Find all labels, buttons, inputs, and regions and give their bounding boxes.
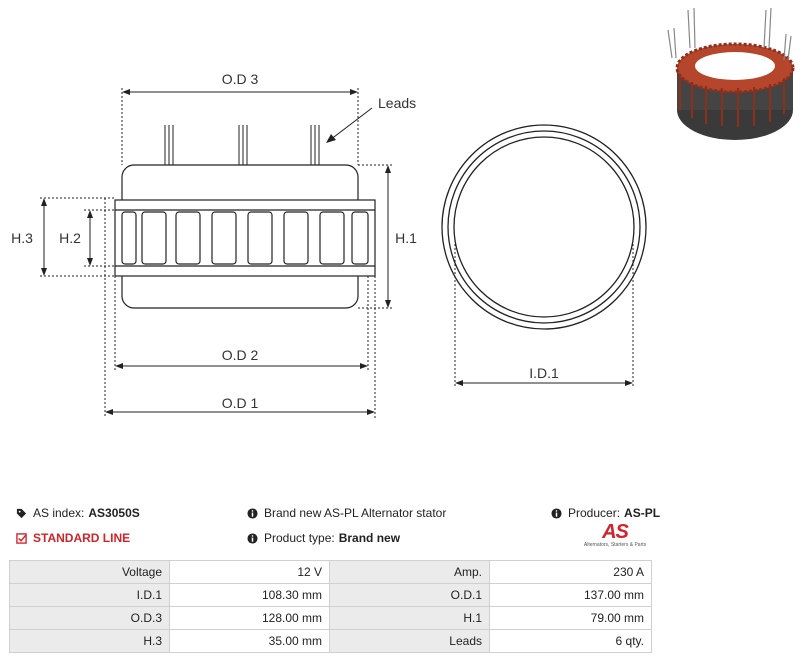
- as-index-value: AS3050S: [88, 506, 140, 520]
- as-index: AS index: AS3050S: [16, 506, 140, 520]
- dimension-lines: [40, 88, 634, 418]
- producer-value: AS-PL: [624, 506, 661, 520]
- stator-photo: [667, 7, 795, 140]
- spec-value: 230 A: [489, 560, 652, 584]
- core-slot: [141, 211, 167, 265]
- spec-value: 79.00 mm: [489, 606, 652, 630]
- id1-label: I.D.1: [529, 365, 559, 381]
- spec-label: O.D.1: [329, 583, 490, 607]
- middle-ring: [447, 130, 641, 324]
- as-pl-logo: AS Alternators, Starters & Parts: [578, 522, 652, 549]
- tag-icon: [16, 508, 27, 518]
- spec-value: 137.00 mm: [489, 583, 652, 607]
- h2-label: H.2: [59, 230, 81, 246]
- h1-label: H.1: [395, 230, 417, 246]
- spec-value: 35.00 mm: [169, 629, 330, 653]
- leads-wires: [164, 125, 320, 165]
- h3-label: H.3: [11, 230, 33, 246]
- spec-label: O.D.3: [9, 606, 170, 630]
- info-icon: [551, 507, 562, 519]
- as-index-label: AS index:: [33, 506, 85, 520]
- spec-label: H.1: [329, 606, 490, 630]
- product-type: Product type: Brand new: [247, 531, 400, 545]
- core-slot: [121, 211, 137, 265]
- leads-label: Leads: [378, 95, 416, 111]
- producer: Producer: AS-PL: [551, 506, 660, 520]
- info-icon: [247, 532, 258, 544]
- od3-label: O.D 3: [222, 71, 259, 87]
- stator-top-view: [441, 124, 647, 330]
- standard-line: STANDARD LINE: [16, 531, 130, 545]
- core-slot: [175, 211, 201, 265]
- spec-label: Leads: [329, 629, 490, 653]
- stator-diagram: O.D 3 Leads H.3 H.2 H.1 O.D 2 O.D 1 I.D.…: [11, 7, 795, 418]
- spec-value: 12 V: [169, 560, 330, 584]
- checkbox-icon: [16, 532, 27, 544]
- inner-ring: [453, 136, 635, 318]
- od1-label: O.D 1: [222, 395, 259, 411]
- description-text: Brand new AS-PL Alternator stator: [264, 506, 447, 520]
- outer-ring: [441, 124, 647, 330]
- spec-label: H.3: [9, 629, 170, 653]
- spec-value: 108.30 mm: [169, 583, 330, 607]
- spec-value: 128.00 mm: [169, 606, 330, 630]
- product-type-value: Brand new: [338, 531, 401, 545]
- od2-label: O.D 2: [222, 347, 259, 363]
- product-description: Brand new AS-PL Alternator stator: [247, 506, 446, 520]
- logo-tagline: Alternators, Starters & Parts: [583, 542, 647, 548]
- stator-side-view: [114, 125, 376, 309]
- spec-label: Voltage: [9, 560, 170, 584]
- spec-label: Amp.: [329, 560, 490, 584]
- logo-mark: AS: [602, 521, 629, 543]
- core-slot: [211, 211, 237, 265]
- core-slot: [283, 211, 309, 265]
- standard-line-label: STANDARD LINE: [33, 531, 131, 545]
- spec-label: I.D.1: [9, 583, 170, 607]
- producer-label: Producer:: [568, 506, 621, 520]
- core-slot: [351, 211, 369, 265]
- info-icon: [247, 507, 258, 519]
- product-type-label: Product type:: [264, 531, 335, 545]
- stator-core-band: [114, 199, 376, 277]
- spec-value: 6 qty.: [489, 629, 652, 653]
- core-slot: [319, 211, 345, 265]
- core-slot: [247, 211, 273, 265]
